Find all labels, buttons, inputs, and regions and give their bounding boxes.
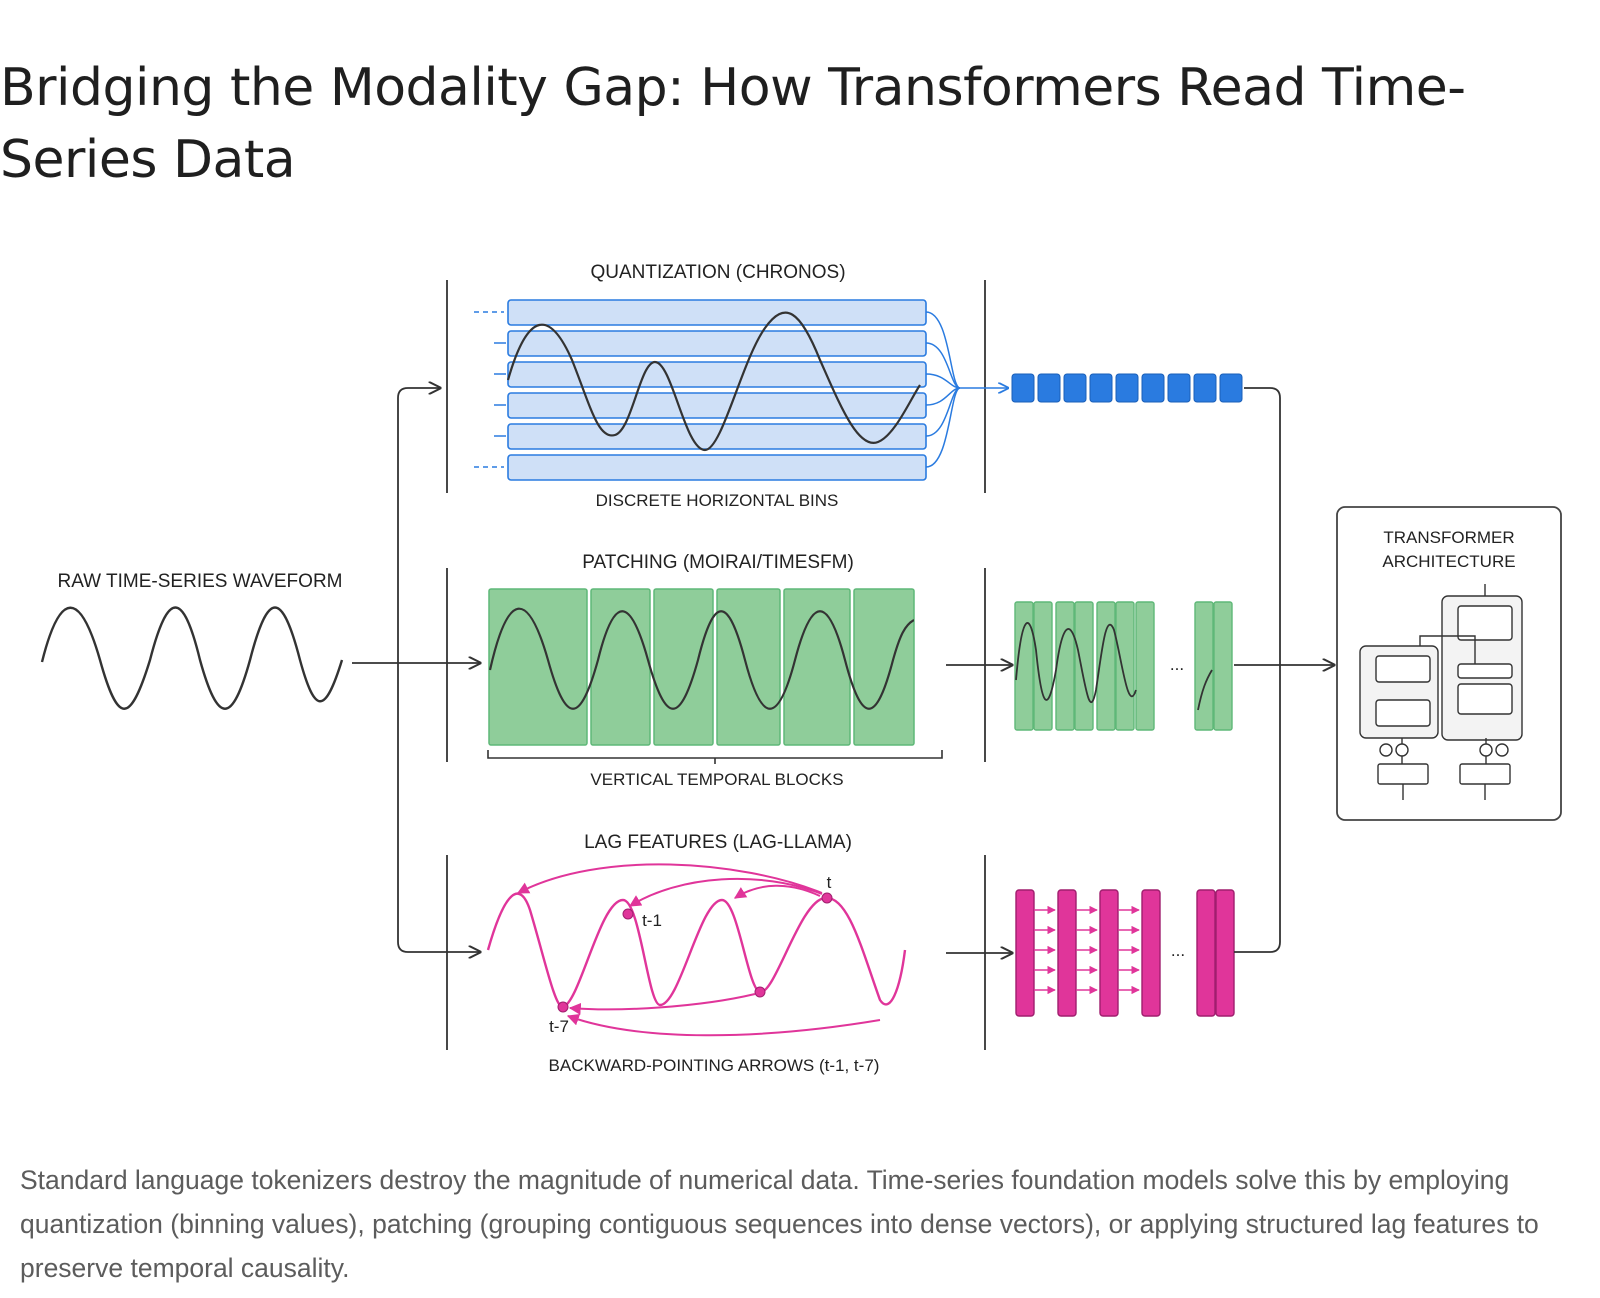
bin-dashes xyxy=(474,311,506,468)
quantization-bins xyxy=(507,299,927,481)
quantization-bin xyxy=(507,392,927,419)
lag-token xyxy=(1141,889,1161,1017)
patch-token xyxy=(1096,601,1116,731)
quantization-sublabel: DISCRETE HORIZONTAL BINS xyxy=(596,491,839,510)
quantization-bin xyxy=(507,361,927,388)
quantization-bin xyxy=(507,454,927,481)
token xyxy=(1167,373,1191,403)
lag-waveform xyxy=(486,892,907,1009)
token xyxy=(1063,373,1087,403)
lag-point xyxy=(622,908,634,920)
patch-token xyxy=(1074,601,1094,731)
patch-tokens xyxy=(1014,601,1233,731)
page-title: Bridging the Modality Gap: How Transform… xyxy=(0,58,1466,190)
patch-token xyxy=(1014,601,1034,731)
lag-heading: LAG FEATURES (LAG-LLAMA) xyxy=(584,832,852,853)
transformer-label-line1: TRANSFORMER xyxy=(1383,528,1514,547)
patch-token xyxy=(1194,601,1214,731)
merge-connector xyxy=(1234,387,1281,953)
patching-sublabel: VERTICAL TEMPORAL BLOCKS xyxy=(590,770,843,789)
patch-token-waveform xyxy=(1015,622,1213,711)
lag-token xyxy=(1215,889,1235,1017)
lag-sublabel: BACKWARD-POINTING ARROWS (t-1, t-7) xyxy=(549,1056,880,1075)
patch-token xyxy=(1135,601,1155,731)
transformer-label-line2: ARCHITECTURE xyxy=(1382,552,1515,571)
patch-token-ellipsis: ... xyxy=(1170,655,1184,674)
diagram: RAW TIME-SERIES WAVEFORM QUANTIZATION (C… xyxy=(40,262,1562,1075)
token xyxy=(1089,373,1113,403)
patching-heading: PATCHING (MOIRAI/TIMESFM) xyxy=(582,552,854,573)
transformer-architecture-icon xyxy=(1359,584,1523,800)
lag-token-ellipsis: ... xyxy=(1171,941,1185,960)
branch-connector xyxy=(397,388,440,663)
lag-token xyxy=(1196,889,1216,1017)
token xyxy=(1219,373,1243,403)
quantization-bin xyxy=(507,299,927,326)
patch-block xyxy=(716,588,781,746)
token xyxy=(1011,373,1035,403)
lag-token-links xyxy=(1034,905,1140,995)
patch-token xyxy=(1115,601,1135,731)
lag-token xyxy=(1015,889,1035,1017)
lag-point xyxy=(821,892,833,904)
token xyxy=(1141,373,1165,403)
patching-bracket xyxy=(487,750,943,764)
patching-waveform xyxy=(488,607,914,710)
caption: Standard language tokenizers destroy the… xyxy=(20,1165,1539,1283)
patch-token xyxy=(1055,601,1075,731)
patch-block xyxy=(488,588,588,746)
token xyxy=(1115,373,1139,403)
lag-tokens xyxy=(1015,889,1235,1017)
quantization-waveform xyxy=(506,311,921,452)
lag-token xyxy=(1057,889,1077,1017)
lag-label-t1: t-1 xyxy=(642,911,662,930)
token xyxy=(1037,373,1061,403)
lag-point xyxy=(754,986,766,998)
branch-connector-lag xyxy=(397,663,480,952)
lag-arrows xyxy=(516,863,881,1037)
patch-token xyxy=(1213,601,1233,731)
raw-waveform-label: RAW TIME-SERIES WAVEFORM xyxy=(57,571,342,592)
patching-blocks xyxy=(488,588,915,746)
lag-points xyxy=(557,892,833,1013)
quantization-bin xyxy=(507,330,927,357)
bin-merge-lines xyxy=(925,311,961,468)
quantization-tokens xyxy=(1011,373,1243,403)
token xyxy=(1193,373,1217,403)
patch-token xyxy=(1033,601,1053,731)
lag-label-t: t xyxy=(827,873,832,892)
raw-waveform xyxy=(40,606,344,710)
lag-label-t7: t-7 xyxy=(549,1017,569,1036)
lag-point xyxy=(557,1001,569,1013)
lag-token xyxy=(1099,889,1119,1017)
patch-block xyxy=(853,588,915,746)
patch-block xyxy=(653,588,714,746)
quantization-heading: QUANTIZATION (CHRONOS) xyxy=(590,262,845,283)
